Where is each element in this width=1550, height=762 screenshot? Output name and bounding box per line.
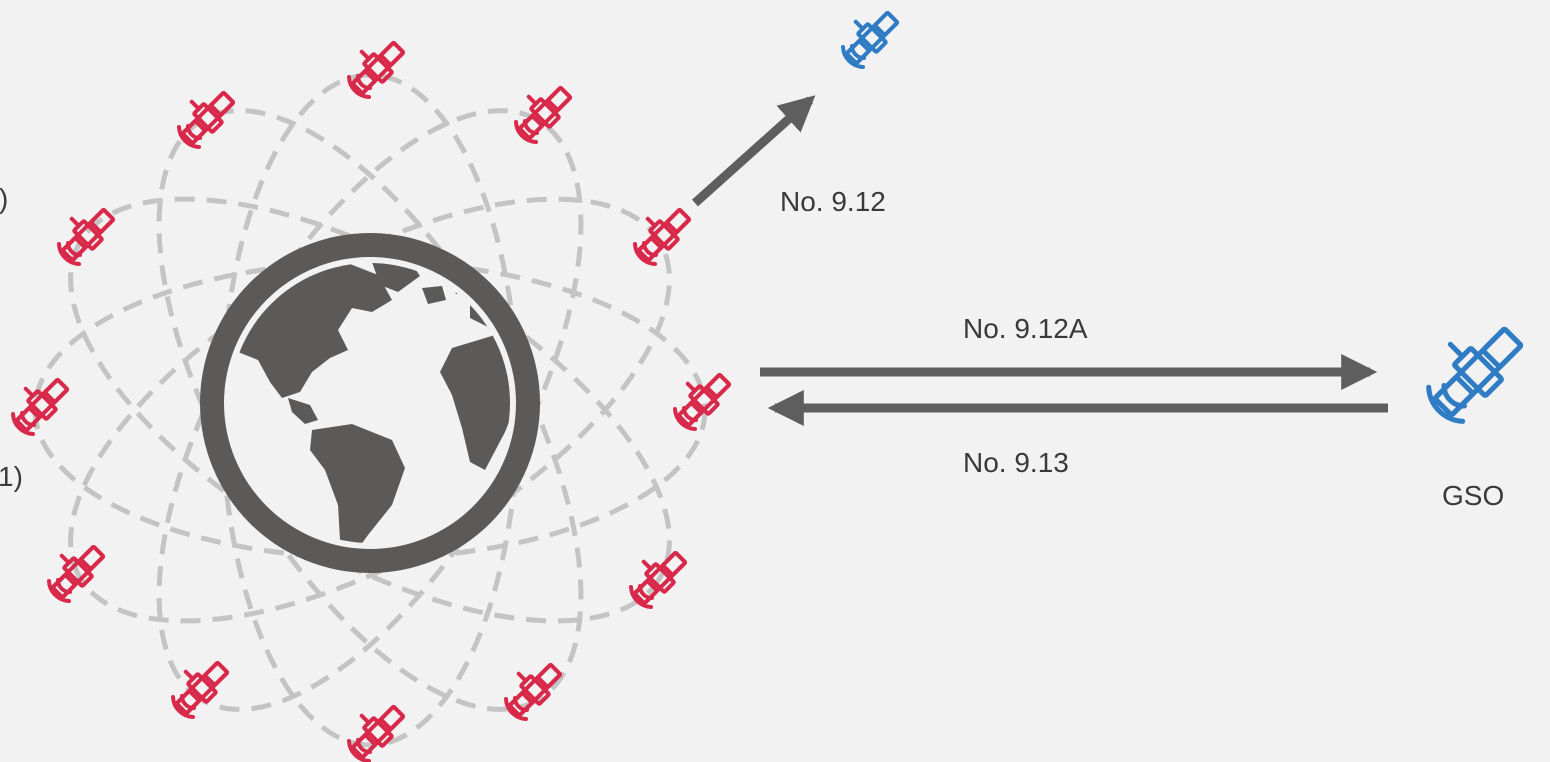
globe-icon	[200, 233, 540, 573]
satellite-icon	[49, 196, 120, 267]
link-gso-in-label: No. 9.13	[963, 447, 1069, 478]
link-up-label: No. 9.12	[780, 186, 886, 217]
satellite-icon	[169, 79, 240, 150]
satellite-icon	[506, 74, 577, 145]
cut-off-label-bottom: 1)	[0, 461, 23, 492]
satellite-icon	[339, 29, 410, 100]
satellite-icon	[665, 361, 736, 432]
satellite-icon	[621, 539, 692, 610]
link-up-arrow	[691, 95, 816, 207]
external-satellites	[833, 0, 1528, 422]
link-gso-out-label: No. 9.12A	[963, 313, 1088, 344]
cut-off-label-top: )	[0, 185, 8, 213]
satellite-icon	[625, 196, 696, 267]
gso-label: GSO	[1442, 480, 1505, 511]
link-arrows	[691, 95, 1388, 426]
satellite-icon	[339, 693, 410, 762]
satellite-icon	[833, 0, 904, 70]
satellite-icon	[1415, 309, 1528, 422]
